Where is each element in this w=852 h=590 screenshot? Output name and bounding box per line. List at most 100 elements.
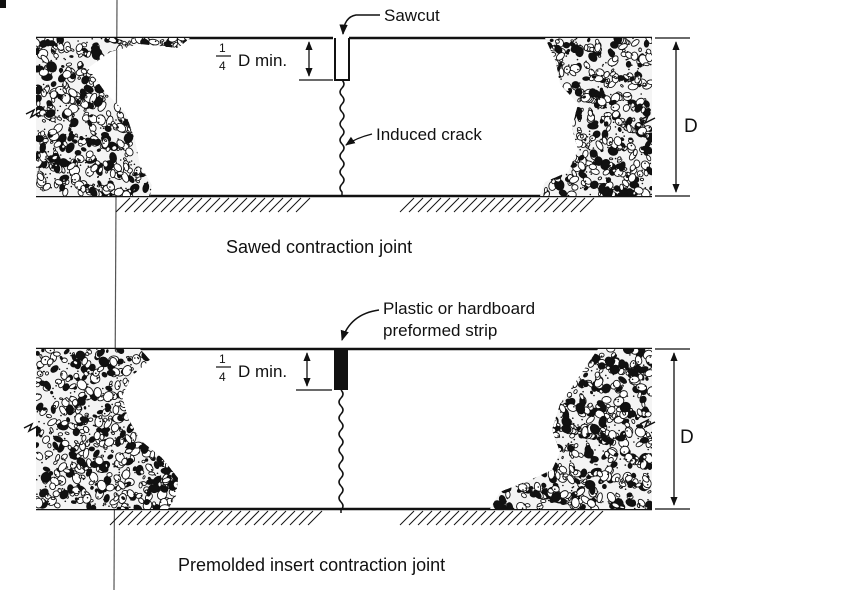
aggregate-speck — [592, 147, 595, 149]
aggregate-speck — [607, 377, 609, 379]
aggregate-pebble — [533, 467, 539, 474]
aggregate-speck — [518, 436, 520, 438]
aggregate-pebble — [140, 369, 152, 380]
aggregate-speck — [522, 398, 525, 401]
aggregate-pebble — [647, 490, 652, 494]
aggregate-pebble — [563, 92, 569, 97]
aggregate-speck — [594, 363, 597, 365]
aggregate-pebble — [48, 163, 53, 169]
aggregate-pebble — [147, 72, 155, 80]
aggregate-pebble — [640, 349, 646, 354]
aggregate-pebble — [535, 436, 543, 445]
aggregate-pebble — [168, 440, 172, 444]
aggregate-pebble — [501, 486, 508, 494]
caption-sawed: Sawed contraction joint — [226, 237, 412, 257]
aggregate-pebble — [607, 406, 616, 414]
aggregate-pebble — [490, 374, 494, 382]
aggregate-speck — [38, 168, 40, 170]
hatch-stroke — [588, 510, 604, 526]
aggregate-pebble — [527, 394, 539, 404]
hatch-stroke — [286, 197, 302, 213]
aggregate-speck — [559, 429, 561, 431]
hatch-stroke — [115, 197, 131, 213]
aggregate-speck — [126, 485, 128, 487]
aggregate-speck — [124, 451, 126, 454]
aggregate-pebble — [599, 479, 603, 484]
hatch-stroke — [118, 510, 134, 526]
aggregate-speck — [123, 426, 125, 428]
aggregate-pebble — [151, 67, 157, 73]
aggregate-speck — [588, 130, 591, 132]
aggregate-speck — [130, 356, 132, 358]
aggregate-pebble — [546, 175, 552, 180]
aggregate-speck — [48, 92, 51, 95]
aggregate-pebble — [496, 442, 504, 450]
aggregate-pebble — [137, 143, 146, 152]
aggregate-pebble — [110, 64, 121, 74]
aggregate-pebble — [629, 360, 637, 369]
aggregate-speck — [609, 164, 611, 167]
aggregate-pebble — [130, 124, 136, 130]
hatch-stroke — [471, 510, 487, 526]
aggregate-speck — [156, 159, 159, 161]
aggregate-speck — [556, 157, 558, 160]
aggregate-speck — [580, 95, 583, 97]
aggregate-pebble — [121, 391, 127, 397]
aggregate-pebble — [493, 500, 504, 509]
aggregate-pebble — [126, 489, 135, 499]
aggregate-speck — [593, 394, 595, 397]
aggregate-pebble — [570, 39, 575, 43]
aggregate-speck — [72, 113, 75, 116]
hatch-stroke — [507, 197, 523, 213]
aggregate-speck — [159, 180, 162, 183]
aggregate-speck — [107, 405, 110, 408]
aggregate-speck — [166, 484, 169, 486]
aggregate-speck — [64, 94, 66, 97]
aggregate-speck — [532, 361, 534, 364]
aggregate-speck — [548, 390, 550, 392]
aggregate-pebble — [174, 126, 183, 133]
aggregate-pebble — [142, 60, 155, 67]
aggregate-pebble — [149, 167, 157, 176]
aggregate-speck — [157, 358, 159, 361]
aggregate-speck — [621, 422, 624, 424]
aggregate-pebble — [53, 460, 58, 465]
aggregate-speck — [152, 377, 154, 379]
aggregate-pebble — [498, 438, 506, 446]
aggregate-speck — [558, 436, 561, 438]
aggregate-pebble — [163, 369, 172, 377]
aggregate-speck — [594, 408, 596, 410]
aggregate-pebble — [141, 459, 146, 464]
aggregate-pebble — [86, 68, 97, 75]
aggregate-pebble — [136, 104, 145, 114]
aggregate-speck — [99, 127, 102, 129]
aggregate-speck — [87, 172, 89, 174]
aggregate-speck — [132, 469, 135, 471]
aggregate-speck — [591, 415, 594, 418]
aggregate-pebble — [629, 164, 636, 171]
aggregate-speck — [49, 478, 51, 480]
aggregate-pebble — [40, 471, 52, 483]
aggregate-pebble — [546, 421, 553, 429]
aggregate-speck — [187, 125, 189, 128]
aggregate-speck — [115, 119, 117, 121]
aggregate-speck — [166, 108, 169, 111]
aggregate-pebble — [140, 80, 147, 87]
aggregate-speck — [119, 379, 122, 382]
aggregate-pebble — [96, 427, 103, 433]
aggregate-pebble — [543, 400, 549, 405]
aggregate-pebble — [170, 453, 178, 464]
aggregate-pebble — [582, 76, 590, 81]
aggregate-speck — [43, 480, 45, 482]
aggregate-speck — [596, 495, 599, 497]
aggregate-pebble — [71, 352, 75, 356]
hatch-stroke — [295, 197, 311, 213]
aggregate-pebble — [620, 478, 623, 483]
aggregate-speck — [520, 453, 522, 456]
aggregate-pebble — [588, 163, 597, 170]
aggregate-speck — [631, 459, 633, 462]
aggregate-speck — [91, 462, 94, 465]
aggregate-speck — [56, 382, 58, 384]
aggregate-pebble — [164, 462, 170, 469]
aggregate-speck — [543, 106, 545, 109]
